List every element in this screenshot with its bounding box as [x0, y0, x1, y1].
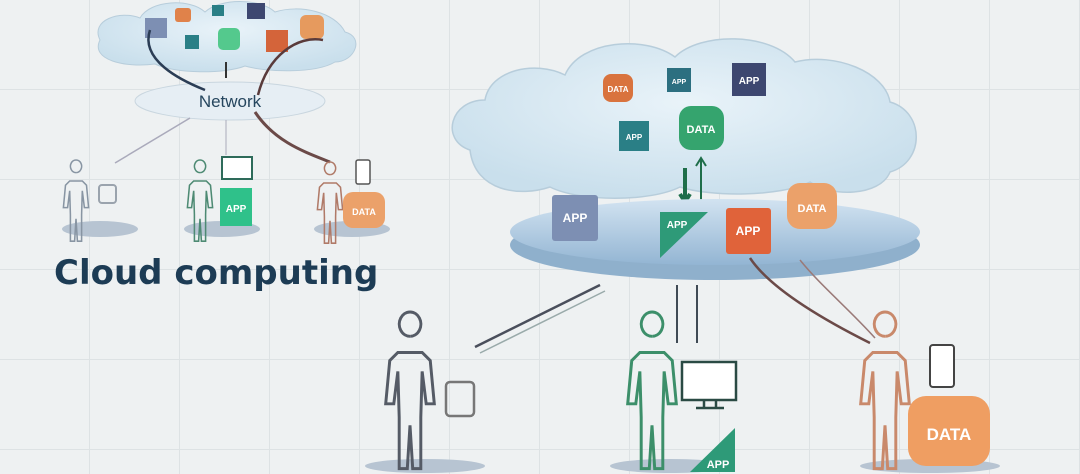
data-cylinder-icon: DATA — [908, 396, 990, 466]
monitor-icon — [680, 360, 738, 402]
platform — [365, 459, 485, 473]
app-label: APP — [226, 204, 247, 215]
connection-arrow — [748, 257, 871, 345]
connection-arrow — [147, 29, 206, 92]
small-app-icon — [185, 35, 199, 49]
small-app-icon — [247, 3, 265, 19]
small-data-icon — [300, 15, 324, 39]
network-label: Network — [199, 92, 262, 111]
app-box-icon: APP — [732, 63, 766, 96]
page-title: Cloud computing — [54, 253, 378, 293]
data-cylinder-icon: DATA — [787, 183, 837, 229]
small-data-icon — [218, 28, 240, 50]
connection-arrow — [256, 38, 324, 96]
svg-text:APP: APP — [736, 224, 761, 238]
svg-text:APP: APP — [739, 76, 760, 87]
svg-text:DATA: DATA — [798, 203, 827, 215]
app-box-icon: APP — [667, 68, 691, 92]
app-triangle-icon: APP — [690, 428, 735, 472]
connection-arrow — [253, 111, 331, 164]
svg-text:DATA: DATA — [687, 124, 716, 136]
svg-text:APP: APP — [563, 211, 588, 225]
connection-arrow — [114, 117, 191, 164]
app-box-icon: APP — [726, 208, 771, 254]
svg-text:DATA: DATA — [927, 425, 972, 444]
small-app-icon — [212, 5, 224, 16]
upload-arrow-icon — [695, 156, 707, 200]
watch-icon — [444, 380, 476, 418]
phone-icon — [355, 159, 371, 185]
app-box-icon: APP — [619, 121, 649, 151]
data-cylinder-icon: DATA — [603, 74, 633, 102]
small-app-icon — [266, 30, 288, 52]
watch-icon — [98, 184, 117, 204]
monitor-icon — [221, 156, 253, 180]
small-app-box-icon — [145, 18, 167, 38]
svg-text:APP: APP — [626, 133, 643, 142]
svg-text:APP: APP — [707, 459, 730, 471]
phone-icon — [929, 344, 955, 388]
connection-arrow — [676, 285, 698, 343]
app-box-icon: APP — [552, 195, 598, 241]
connection-arrow — [474, 283, 601, 349]
svg-text:APP: APP — [672, 79, 687, 86]
svg-text:APP: APP — [667, 220, 688, 231]
data-label: DATA — [352, 207, 376, 217]
data-cylinder-icon — [343, 192, 385, 228]
svg-text:DATA: DATA — [607, 85, 628, 94]
app-box-icon — [220, 188, 252, 226]
data-cylinder-icon: DATA — [679, 106, 724, 150]
small-data-icon — [175, 8, 191, 22]
app-triangle-icon: APP — [660, 212, 708, 258]
platform — [62, 221, 138, 237]
network-ring — [134, 81, 326, 121]
